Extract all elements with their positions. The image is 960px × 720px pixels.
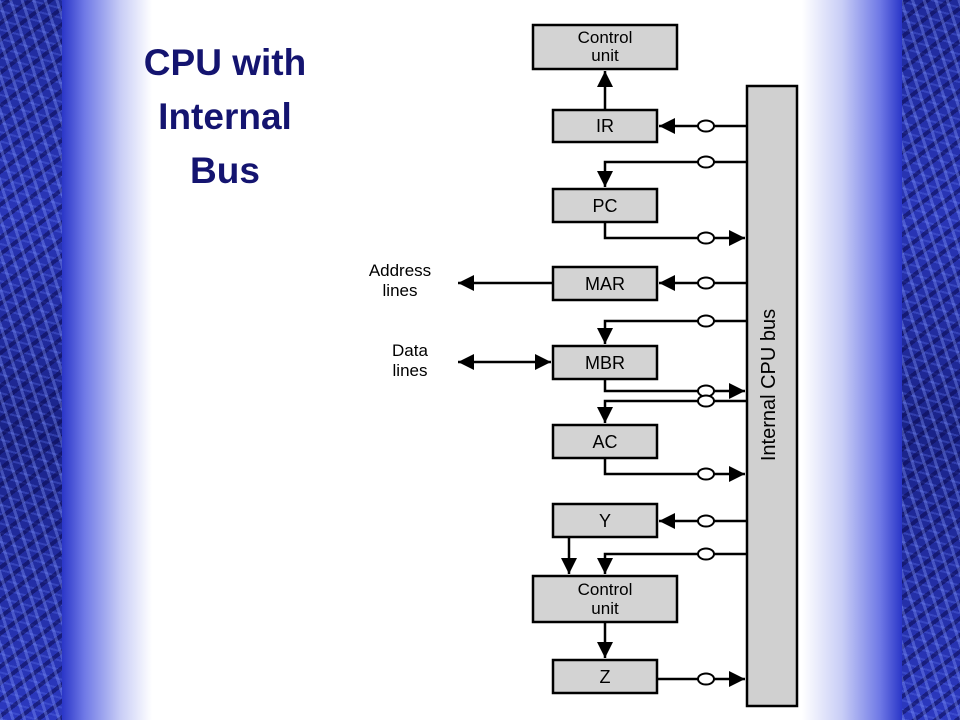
slide-title: CPU with Internal Bus bbox=[105, 36, 345, 198]
control-unit-top-line-1: Control bbox=[578, 28, 633, 47]
mar-register-box: MAR bbox=[551, 265, 659, 302]
ir-label: IR bbox=[596, 116, 614, 136]
mbr-to-bus-line bbox=[603, 379, 698, 393]
ir-register-box: IR bbox=[551, 108, 659, 144]
data-lines-label-2: lines bbox=[393, 361, 428, 380]
y-gate bbox=[697, 514, 715, 528]
pc-in-gate bbox=[697, 155, 715, 169]
right-decorative-border bbox=[902, 0, 960, 720]
ac-to-bus-line bbox=[603, 458, 698, 476]
control-unit-bottom-line-2: unit bbox=[591, 599, 619, 618]
control-unit-in-gate bbox=[697, 547, 715, 561]
bus-to-control-unit-arrow bbox=[597, 552, 698, 574]
bus-to-pc-arrow bbox=[597, 160, 698, 187]
y-register-box: Y bbox=[551, 502, 659, 539]
z-register-box: Z bbox=[551, 658, 659, 695]
address-lines-label-1: Address bbox=[369, 261, 431, 280]
pc-out-gate bbox=[697, 231, 715, 245]
address-lines-label-2: lines bbox=[383, 281, 418, 300]
mar-label: MAR bbox=[585, 274, 625, 294]
ac-out-gate bbox=[697, 467, 715, 481]
mbr-in-gate bbox=[697, 314, 715, 328]
ac-label: AC bbox=[592, 432, 617, 452]
control-unit-bottom-line-1: Control bbox=[578, 580, 633, 599]
ir-gate bbox=[697, 119, 715, 133]
left-decorative-border bbox=[0, 0, 62, 720]
ac-in-gate bbox=[697, 394, 715, 408]
mar-gate bbox=[697, 276, 715, 290]
z-gate bbox=[697, 672, 715, 686]
pc-register-box: PC bbox=[551, 187, 659, 224]
title-line-3: Bus bbox=[190, 150, 260, 191]
control-unit-top-box: Control unit bbox=[531, 23, 679, 71]
z-label: Z bbox=[600, 667, 611, 687]
title-line-1: CPU with bbox=[143, 42, 307, 83]
right-gradient-glow bbox=[802, 0, 902, 720]
control-unit-bottom-box: Control unit bbox=[531, 574, 679, 624]
left-gradient-glow bbox=[62, 0, 152, 720]
pc-label: PC bbox=[592, 196, 617, 216]
bus-label: Internal CPU bus bbox=[758, 309, 780, 461]
ac-register-box: AC bbox=[551, 423, 659, 460]
mbr-register-box: MBR bbox=[551, 344, 659, 381]
data-lines-label-1: Data bbox=[392, 341, 428, 360]
pc-to-bus-line bbox=[603, 222, 698, 240]
title-line-2: Internal bbox=[158, 96, 292, 137]
y-label: Y bbox=[599, 511, 611, 531]
bus-to-ac-arrow bbox=[597, 399, 698, 423]
bus-to-mbr-arrow bbox=[597, 319, 698, 344]
control-unit-top-line-2: unit bbox=[591, 46, 619, 65]
mbr-label: MBR bbox=[585, 353, 625, 373]
internal-cpu-bus bbox=[745, 84, 799, 708]
